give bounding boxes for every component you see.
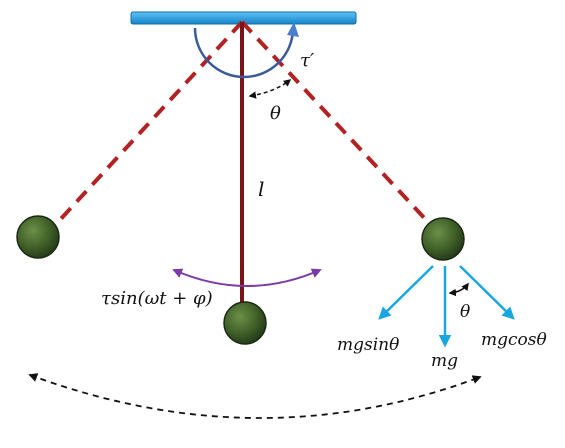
mg-cos-label: mgcosθ	[481, 330, 547, 350]
mg-sin-vector	[378, 265, 434, 320]
mg-cos-vector	[459, 265, 515, 320]
left-dashed-rod	[56, 20, 244, 224]
tau-prime-label: τ′	[300, 50, 314, 71]
driving-torque-arc	[172, 268, 322, 287]
right-bob	[421, 217, 465, 261]
driving-torque-label: τsin(ωt + φ)	[101, 288, 213, 309]
left-bob	[16, 215, 60, 259]
tau-prime-arrowhead	[287, 22, 299, 37]
length-label: l	[258, 177, 264, 201]
center-bob	[223, 301, 267, 345]
tau-prime-arc	[193, 27, 295, 79]
mg-label: mg	[431, 351, 458, 371]
theta-force-label: θ	[460, 302, 470, 322]
theta-force-arc	[448, 282, 469, 297]
theta-top-label: θ	[270, 103, 281, 124]
swing-range-arc	[28, 373, 482, 419]
mg-sin-label: mgsinθ	[337, 335, 399, 355]
theta-top-arc	[248, 79, 292, 99]
